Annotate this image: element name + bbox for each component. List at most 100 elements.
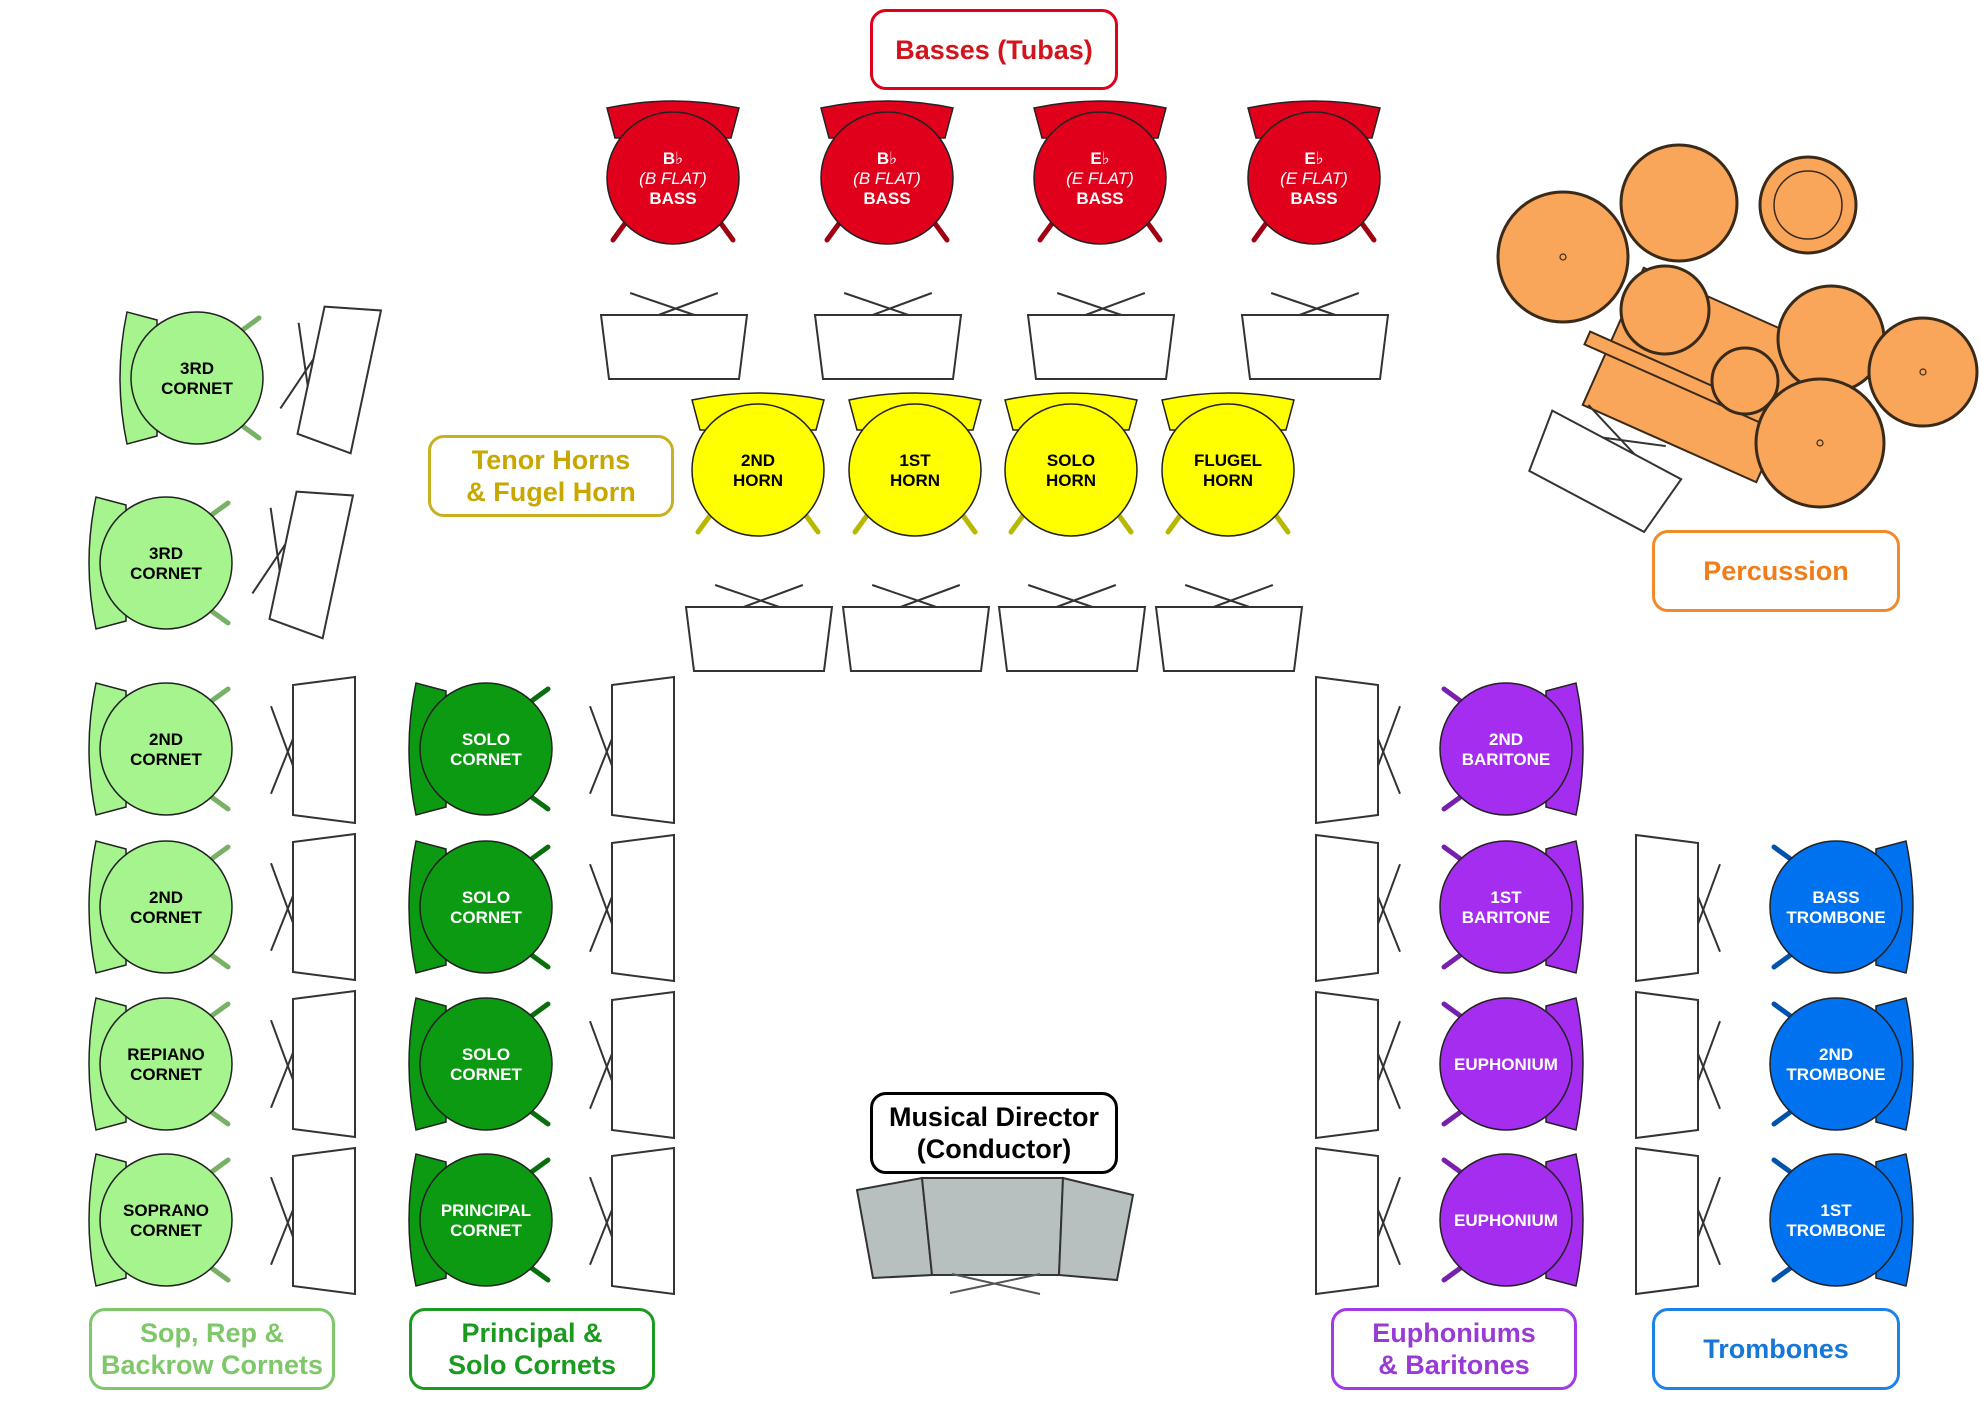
seat-label-line: FLUGEL [1194, 451, 1262, 470]
seat-label-line: CORNET [130, 564, 202, 583]
stand-desk [292, 675, 356, 825]
seat-label-line: TROMBONE [1786, 908, 1885, 927]
bass-seat[interactable]: B♭(B FLAT)BASS [606, 100, 740, 245]
chair-seat [419, 840, 553, 974]
seat-label-line: SOLO [462, 1045, 510, 1064]
euphonium-seat[interactable]: EUPHONIUM [1439, 997, 1584, 1131]
chair-seat [99, 997, 233, 1131]
horn-music-stand[interactable] [684, 584, 834, 672]
trombone-music-stand[interactable] [1635, 833, 1721, 983]
bass-music-stand[interactable] [1026, 292, 1176, 380]
back-cornet-music-stand[interactable] [270, 675, 356, 825]
seat-label-line: TROMBONE [1786, 1065, 1885, 1084]
chair-seat [1769, 1153, 1903, 1287]
front-cornet-music-stand[interactable] [589, 833, 675, 983]
chair-seat [820, 111, 954, 245]
label-line: Euphoniums [1372, 1318, 1536, 1348]
seat-label-line: (B FLAT) [639, 169, 707, 188]
stand-desk [1315, 833, 1379, 983]
basses-label: Basses (Tubas) [870, 9, 1118, 90]
back-cornet-music-stand[interactable] [274, 294, 383, 455]
horn-music-stand[interactable] [997, 584, 1147, 672]
stand-desk [1026, 314, 1176, 380]
stand-desk [1315, 675, 1379, 825]
bass-music-stand[interactable] [1240, 292, 1390, 380]
chair-seat [419, 997, 553, 1131]
euphonium-music-stand[interactable] [1315, 675, 1401, 825]
seat-label-line: HORN [733, 471, 783, 490]
cymbal-center [1559, 253, 1567, 261]
horn-music-stand[interactable] [841, 584, 991, 672]
horn-music-stand[interactable] [1154, 584, 1304, 672]
euphonium-music-stand[interactable] [1315, 833, 1401, 983]
bass-seat[interactable]: B♭(B FLAT)BASS [820, 100, 954, 245]
chair-seat [130, 311, 264, 445]
back-cornet-music-stand[interactable] [270, 989, 356, 1139]
stand-desk [1154, 606, 1304, 672]
front-cornet-music-stand[interactable] [589, 675, 675, 825]
stand-desk [1528, 409, 1683, 534]
seat-label-line: CORNET [450, 908, 522, 927]
bass-seat[interactable]: E♭(E FLAT)BASS [1247, 100, 1381, 245]
label-line: Basses (Tubas) [895, 34, 1093, 65]
stand-desk [841, 606, 991, 672]
podium-left-wing [855, 1176, 934, 1280]
euphonium-seat[interactable]: EUPHONIUM [1439, 1153, 1584, 1287]
front-cornet-music-stand[interactable] [589, 1146, 675, 1296]
chair-seat [419, 682, 553, 816]
label-line: Backrow Cornets [100, 1350, 324, 1380]
percussion-music-stand[interactable] [1522, 391, 1691, 535]
back-cornet-music-stand[interactable] [246, 479, 355, 640]
trombone-music-stand[interactable] [1635, 990, 1721, 1140]
stand-desk [1315, 1146, 1379, 1296]
stand-desk [1240, 314, 1390, 380]
bass-seat[interactable]: E♭(E FLAT)BASS [1033, 100, 1167, 245]
back-cornets-label: Sop, Rep &Backrow Cornets [89, 1308, 335, 1390]
drum-shell [1710, 346, 1780, 416]
seat-label-line: BASS [649, 189, 696, 208]
euphonium-music-stand[interactable] [1315, 990, 1401, 1140]
seat-label-line: BARITONE [1462, 750, 1550, 769]
front-cornet-music-stand[interactable] [589, 990, 675, 1140]
euphonium-music-stand[interactable] [1315, 1146, 1401, 1296]
seat-label-line: PRINCIPAL [441, 1201, 531, 1220]
trombone-music-stand[interactable] [1635, 1146, 1721, 1296]
stand-desk [292, 1146, 356, 1296]
drum-shell [1496, 190, 1630, 324]
seat-label-line: HORN [890, 471, 940, 490]
label-line: & Fugel Horn [466, 477, 636, 507]
drum-kit[interactable] [1496, 143, 1979, 509]
cymbal-center [1919, 368, 1927, 376]
back-cornet-music-stand[interactable] [270, 1146, 356, 1296]
label-line: Trombones [1703, 1334, 1849, 1364]
conductor-label: Musical Director(Conductor) [870, 1092, 1118, 1174]
back-cornet-music-stand[interactable] [270, 832, 356, 982]
bass-music-stand[interactable] [813, 292, 963, 380]
seat-label-line: BASS [1812, 888, 1859, 907]
podium-right-wing [1057, 1176, 1135, 1282]
conductor-podium[interactable] [855, 1176, 1135, 1295]
label-line: Sop, Rep & [139, 1318, 284, 1348]
bass-music-stand[interactable] [599, 292, 749, 380]
stand-desk [1635, 990, 1699, 1140]
seat-label-line: CORNET [161, 379, 233, 398]
